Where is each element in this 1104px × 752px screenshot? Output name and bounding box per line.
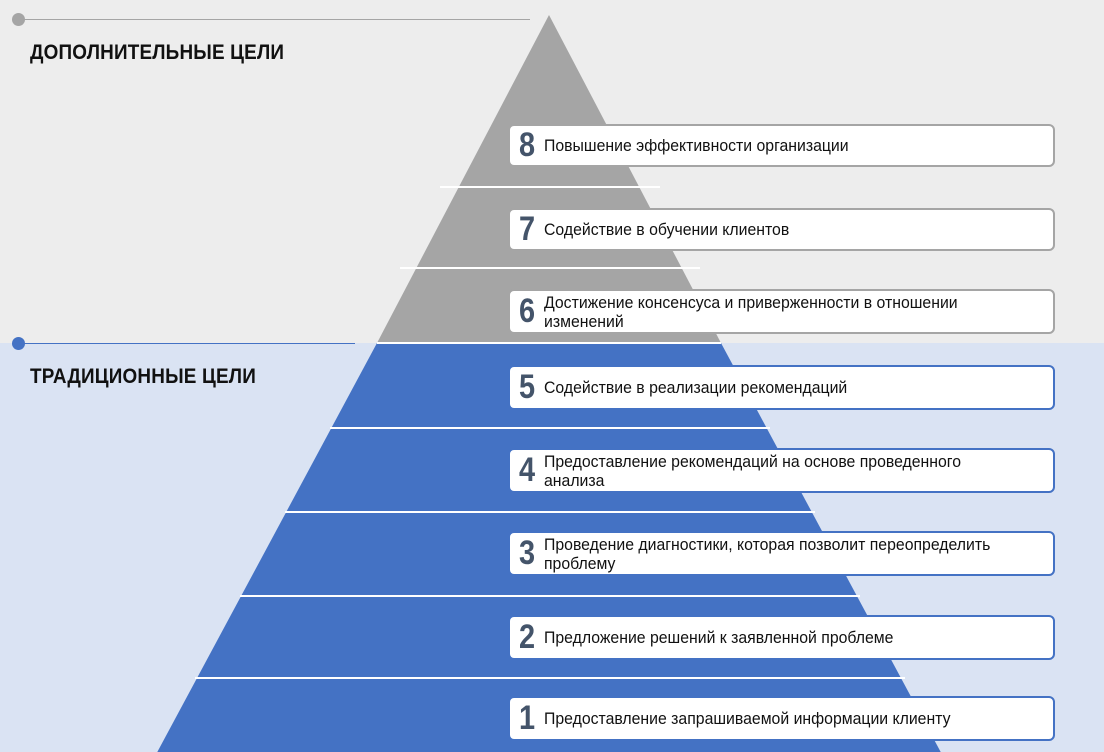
- level-8-box: 8 Повышение эффективности организации: [508, 124, 1055, 167]
- level-text: Проведение диагностики, которая позволит…: [544, 534, 991, 573]
- pyramid-dividers: [195, 186, 905, 679]
- level-7-box: 7 Содействие в обучении клиентов: [508, 208, 1055, 251]
- level-2-box: 2 Предложение решений к заявленной пробл…: [508, 615, 1055, 660]
- level-text: Содействие в реализации рекомендаций: [544, 378, 848, 397]
- level-number: 3: [518, 534, 536, 572]
- level-text: Достижение консенсуса и приверженности в…: [544, 292, 958, 331]
- level-number: 7: [518, 210, 536, 248]
- traditional-divider: [18, 343, 355, 344]
- level-number: 4: [518, 451, 536, 489]
- level-1-box: 1 Предоставление запрашиваемой информаци…: [508, 696, 1055, 741]
- level-number: 5: [518, 368, 536, 406]
- additional-divider: [18, 19, 530, 20]
- section-traditional-goals: ТРАДИЦИОННЫЕ ЦЕЛИ: [30, 365, 256, 388]
- level-text: Повышение эффективности организации: [544, 136, 849, 155]
- level-number: 6: [518, 292, 536, 330]
- pyramid-top-gray: [377, 15, 721, 343]
- level-6-box: 6 Достижение консенсуса и приверженности…: [508, 289, 1055, 334]
- section-additional-goals: ДОПОЛНИТЕЛЬНЫЕ ЦЕЛИ: [30, 41, 285, 64]
- level-text: Предложение решений к заявленной проблем…: [544, 628, 894, 647]
- level-3-box: 3 Проведение диагностики, которая позвол…: [508, 531, 1055, 576]
- level-number: 8: [518, 126, 536, 164]
- level-text: Предоставление запрашиваемой информации …: [544, 709, 951, 728]
- level-number: 1: [518, 699, 536, 737]
- level-4-box: 4 Предоставление рекомендаций на основе …: [508, 448, 1055, 493]
- level-number: 2: [518, 618, 536, 656]
- level-text: Содействие в обучении клиентов: [544, 220, 790, 239]
- level-text: Предоставление рекомендаций на основе пр…: [544, 451, 962, 490]
- level-5-box: 5 Содействие в реализации рекомендаций: [508, 365, 1055, 410]
